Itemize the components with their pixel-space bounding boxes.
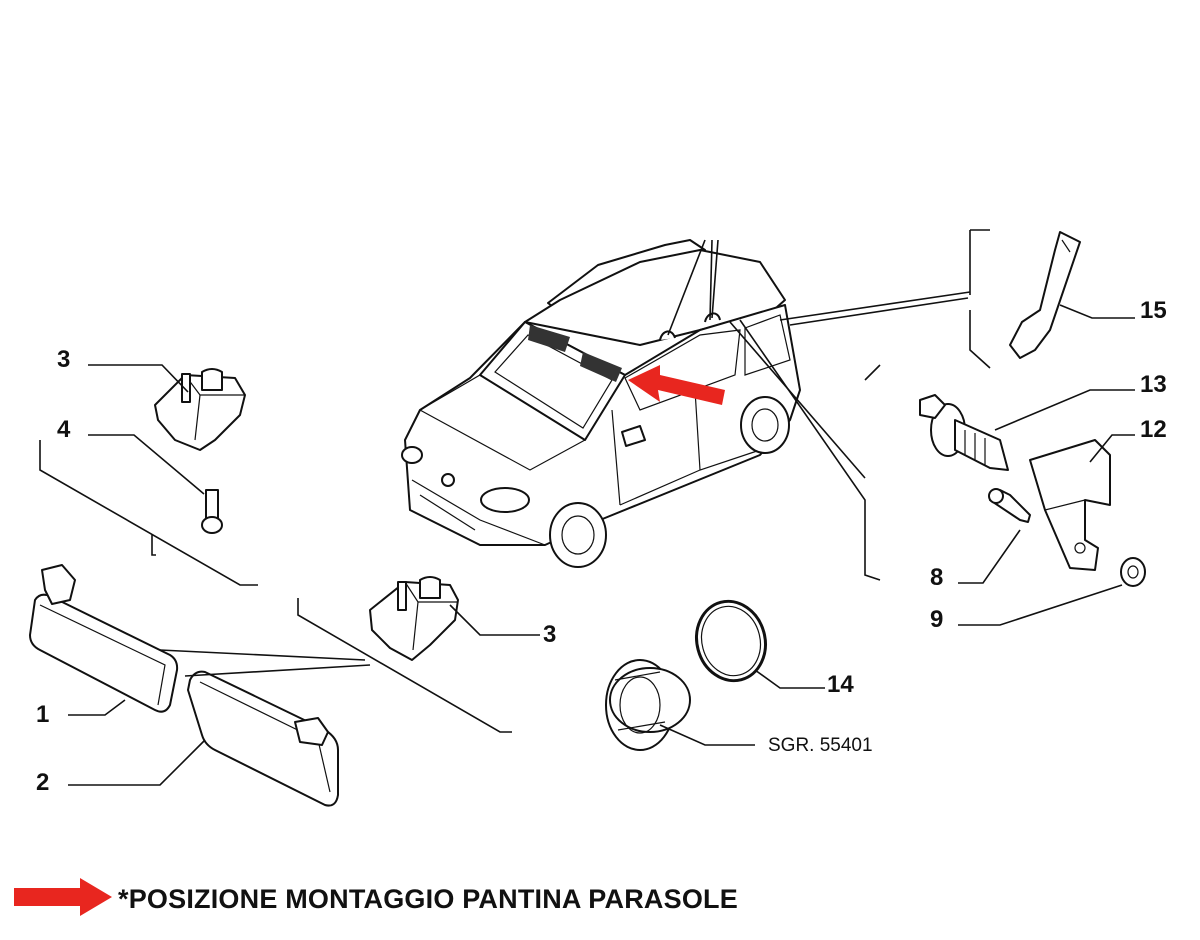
nut-part-9 (1120, 557, 1146, 587)
label-part-12: 12 (1140, 416, 1167, 443)
speaker-component (605, 659, 691, 751)
legend-caption: *POSIZIONE MONTAGGIO PANTINA PARASOLE (118, 884, 738, 914)
label-part-14: 14 (827, 671, 854, 698)
label-part-1: 1 (36, 701, 49, 728)
sun-visor-bracket-bottom (369, 576, 459, 661)
screw-part-4 (201, 489, 223, 534)
sun-visor-part-1 (29, 564, 179, 713)
sun-visor-part-2 (187, 670, 339, 807)
label-part-13: 13 (1140, 371, 1167, 398)
label-part-4: 4 (57, 416, 71, 443)
legend: *POSIZIONE MONTAGGIO PANTINA PARASOLE (14, 878, 738, 916)
label-part-15: 15 (1140, 297, 1167, 324)
label-part-2: 2 (36, 769, 49, 796)
sun-visor-bracket-top (154, 368, 246, 451)
reference-code: SGR. 55401 (768, 735, 873, 756)
seal-ring-part-14 (695, 599, 767, 683)
label-part-3-top: 3 (57, 346, 70, 373)
car-front-wheel (549, 502, 607, 568)
mounting-position-arrow (628, 365, 725, 405)
label-part-3-bottom: 3 (543, 621, 556, 648)
strap-part-15 (1009, 231, 1081, 359)
car-rear-wheel (740, 396, 790, 454)
car-illustration (401, 239, 801, 568)
label-part-8: 8 (930, 564, 943, 591)
bracket-part-12 (1029, 439, 1111, 571)
clip-part-13 (919, 394, 1009, 471)
legend-arrow-icon (14, 878, 112, 916)
label-part-9: 9 (930, 606, 943, 633)
bolt-part-8 (988, 488, 1031, 523)
